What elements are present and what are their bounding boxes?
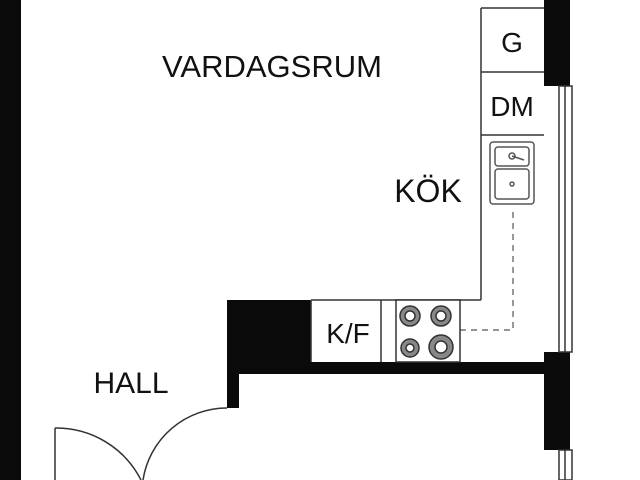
sink-icon (489, 141, 535, 205)
fridge-freezer-label: K/F (326, 318, 370, 349)
right-wall-upper (544, 0, 570, 86)
hall-door (54, 407, 228, 480)
counter-dashed-edge (460, 212, 514, 331)
dishwasher-label: DM (490, 91, 534, 122)
freezer-label: G (501, 27, 523, 58)
kitchen-bottom-wall (227, 362, 545, 374)
hall-label: HALL (93, 367, 168, 400)
stove-icon (395, 299, 461, 363)
kitchen-label: KÖK (394, 173, 462, 209)
left-wall (0, 0, 21, 480)
window-right-lower (558, 449, 573, 480)
right-wall-middle (544, 352, 570, 450)
hall-partition-wall (227, 360, 239, 408)
window-right-upper (558, 85, 573, 353)
living-room-label: VARDAGSRUM (162, 49, 382, 84)
walls (0, 0, 570, 480)
kitchen-partition-block (227, 300, 311, 372)
